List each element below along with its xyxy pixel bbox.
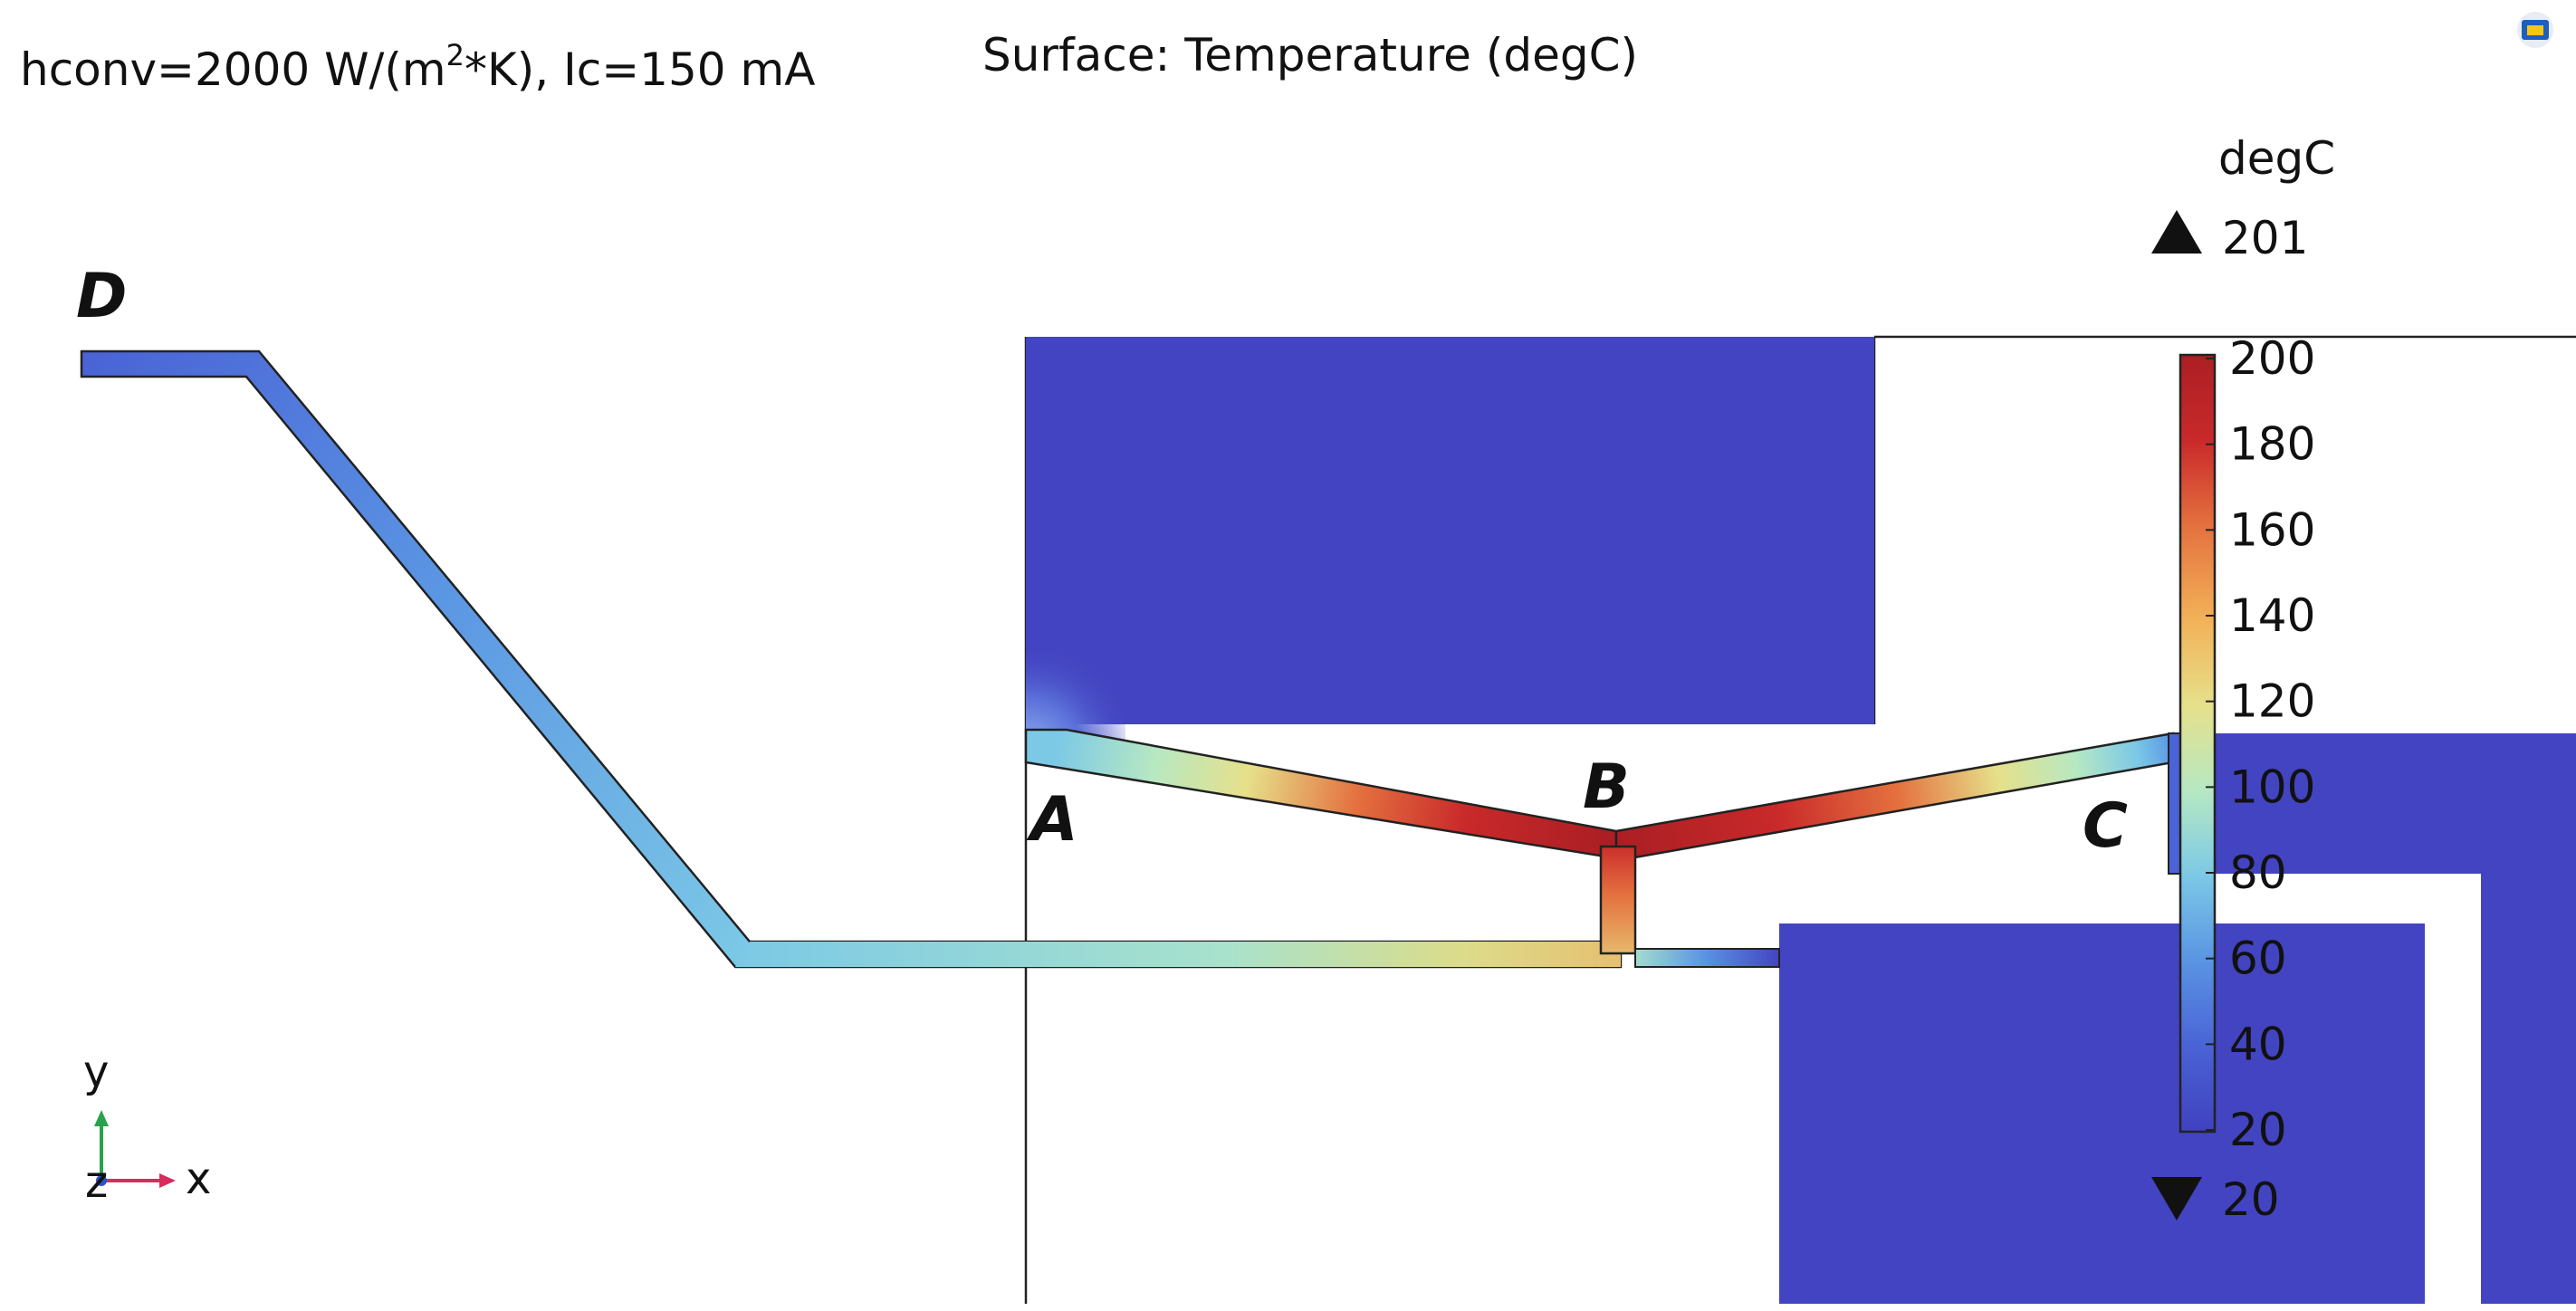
z-axis-dot-icon bbox=[96, 1175, 107, 1186]
colorbar-tick-label: 200 bbox=[2229, 332, 2315, 385]
z-axis-label: z bbox=[85, 1157, 108, 1208]
legend-max-value: 201 bbox=[2222, 212, 2308, 264]
y-axis-label: y bbox=[83, 1047, 109, 1097]
plot-title: Surface: Temperature (degC) bbox=[982, 29, 1638, 81]
colorbar bbox=[2179, 353, 2217, 1134]
colorbar-tick-label: 180 bbox=[2229, 418, 2315, 471]
lead-bottom-segment bbox=[735, 942, 1621, 967]
point-label-c: C bbox=[2083, 790, 2128, 862]
colorbar-tick-label: 100 bbox=[2229, 761, 2315, 813]
legend-min-value: 20 bbox=[2222, 1173, 2280, 1226]
x-axis-label: x bbox=[186, 1153, 211, 1204]
connector-lower bbox=[1634, 948, 1780, 968]
colorbar-tick-label: 140 bbox=[2229, 589, 2315, 642]
upper-block bbox=[1026, 337, 1874, 724]
heated-conductor bbox=[80, 349, 2184, 969]
max-marker-icon bbox=[2151, 210, 2202, 254]
stem-b bbox=[1599, 845, 1637, 955]
window-restore-icon[interactable] bbox=[2517, 12, 2553, 48]
colorbar-tick-label: 60 bbox=[2229, 933, 2287, 985]
arm-a-b bbox=[1024, 728, 1618, 860]
colorbar-tick-label: 120 bbox=[2229, 675, 2315, 728]
y-arrowhead-icon bbox=[94, 1110, 109, 1126]
colorbar-tick-label: 20 bbox=[2229, 1104, 2287, 1156]
colorbar-tick-label: 80 bbox=[2229, 847, 2287, 899]
color-legend: degC 201 200 180 160 140 120 100 80 60 40 20 20 bbox=[2151, 132, 2335, 1226]
point-label-a: A bbox=[1026, 784, 1078, 856]
min-marker-icon bbox=[2151, 1177, 2202, 1220]
legend-unit: degC bbox=[2218, 132, 2335, 185]
colorbar-tick-label: 160 bbox=[2229, 503, 2315, 556]
axis-triad: y x z bbox=[83, 1047, 211, 1208]
point-label-d: D bbox=[76, 261, 127, 332]
point-label-b: B bbox=[1583, 751, 1630, 823]
colorbar-tick-label: 40 bbox=[2229, 1018, 2287, 1070]
parameters-label: hconv=2000 W/(m2*K), Ic=150 mA bbox=[20, 38, 815, 96]
colorbar-ticks: 200 180 160 140 120 100 80 60 40 20 bbox=[2206, 332, 2315, 1156]
x-arrowhead-icon bbox=[159, 1173, 176, 1188]
right-block bbox=[2182, 733, 2576, 1304]
lower-block bbox=[1779, 923, 2425, 1304]
